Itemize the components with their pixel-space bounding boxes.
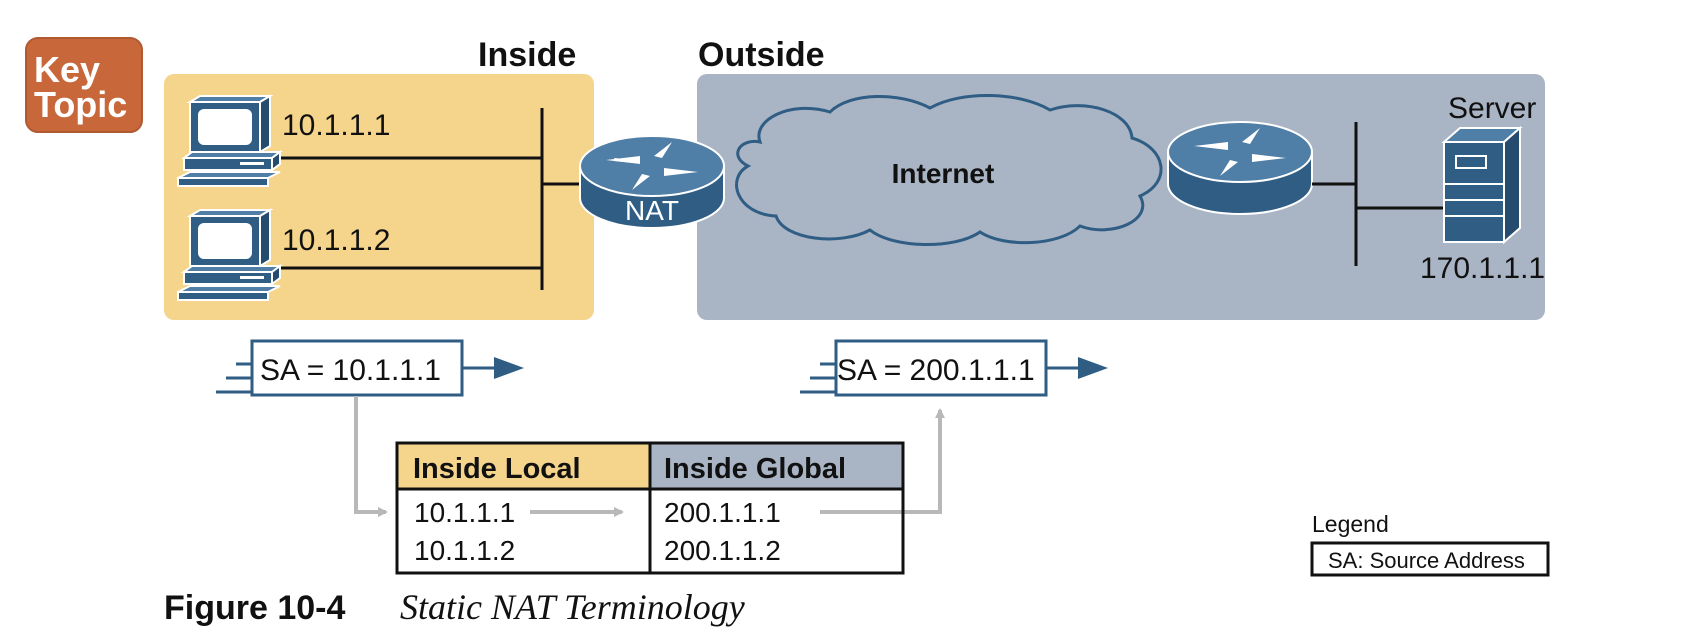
outside-packet-label: SA = 200.1.1.1 xyxy=(837,354,1035,387)
legend-entry: SA: Source Address xyxy=(1328,548,1525,573)
server-icon xyxy=(1441,125,1523,245)
inside-packet: SA = 10.1.1.1 xyxy=(216,339,524,397)
host1-ip: 10.1.1.1 xyxy=(282,109,390,142)
table-cell: 200.1.1.2 xyxy=(664,535,781,566)
server-ip: 170.1.1.1 xyxy=(1420,252,1545,285)
translation-arrow-out xyxy=(820,408,945,514)
host2-ip: 10.1.1.2 xyxy=(282,224,390,257)
figure-title: Static NAT Terminology xyxy=(400,587,745,627)
outside-packet: SA = 200.1.1.1 xyxy=(800,339,1108,397)
figure-number: Figure 10-4 xyxy=(164,589,345,627)
nat-router-icon: NAT xyxy=(579,135,725,229)
translation-arrow-in xyxy=(354,396,388,517)
inside-zone-label: Inside xyxy=(478,36,576,74)
table-header-label: Inside Local xyxy=(413,453,581,485)
table-header-label: Inside Global xyxy=(664,453,846,485)
nat-table: Inside Local Inside Global 10.1.1.1 200.… xyxy=(395,441,905,575)
table-header-inside-local xyxy=(397,443,649,489)
inside-packet-label: SA = 10.1.1.1 xyxy=(260,354,441,387)
table-header-inside-global xyxy=(651,443,903,489)
table-cell: 10.1.1.1 xyxy=(414,497,515,528)
key-topic-line1: Key xyxy=(34,49,100,90)
inside-zone xyxy=(164,74,594,320)
nat-label: NAT xyxy=(625,195,679,226)
legend: Legend SA: Source Address xyxy=(1310,511,1550,577)
pc-icon xyxy=(177,94,283,187)
internet-cloud: Internet xyxy=(735,94,1163,246)
pc-icon xyxy=(177,208,283,301)
internet-label: Internet xyxy=(892,158,995,189)
table-cell: 200.1.1.1 xyxy=(664,497,781,528)
table-cell: 10.1.1.2 xyxy=(414,535,515,566)
key-topic-line2: Topic xyxy=(34,84,127,125)
legend-title: Legend xyxy=(1312,511,1389,537)
key-topic-badge: Key Topic xyxy=(25,37,143,133)
router-icon xyxy=(1167,121,1313,215)
outside-zone-label: Outside xyxy=(698,36,825,74)
server-label: Server xyxy=(1448,92,1536,125)
